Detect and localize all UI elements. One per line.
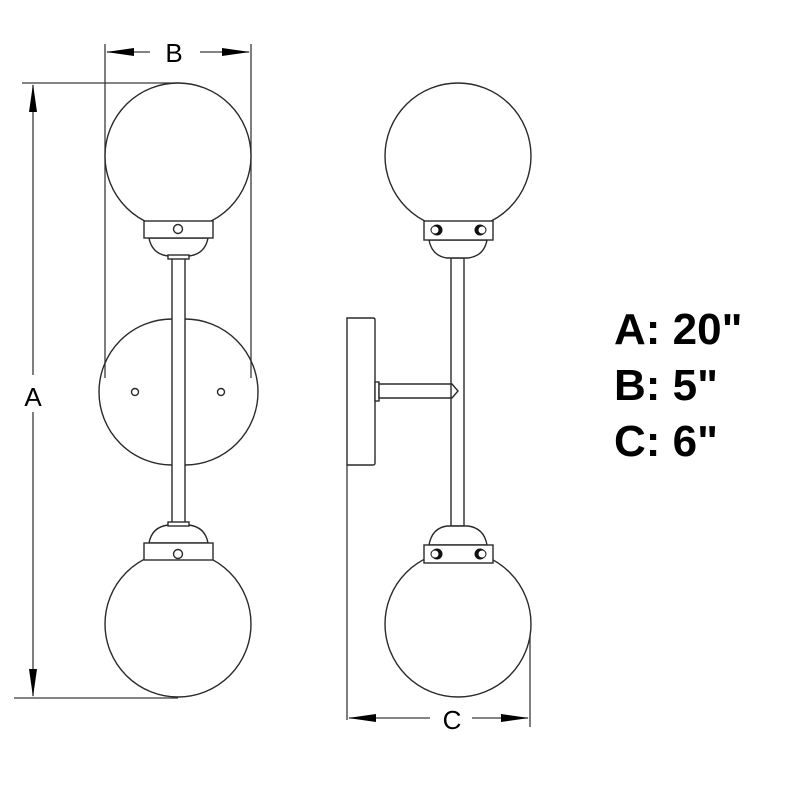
side-view: C (346, 82, 532, 735)
dim-b-label: B (165, 38, 182, 68)
dimension-specs-legend: A: 20" B: 5" C: 6" (614, 302, 742, 470)
top-holder-cup (148, 237, 209, 257)
side-top-screw-left-icon (430, 224, 443, 236)
bottom-holder-cup (148, 524, 209, 544)
dim-c-label: C (443, 705, 462, 735)
dimension-a: A (24, 84, 42, 697)
dimension-b: B (106, 38, 250, 68)
dim-a-arrow-bottom-icon (29, 669, 37, 697)
spec-row-b: B: 5" (614, 358, 742, 414)
spec-c-value: 6" (672, 417, 719, 466)
spec-row-c: C: 6" (614, 414, 742, 470)
top-globe (104, 82, 252, 230)
spec-a-value: 20" (672, 305, 743, 354)
spec-row-a: A: 20" (614, 302, 742, 358)
side-top-holder-cup (428, 239, 488, 259)
dim-c-arrow-right-icon (501, 714, 529, 722)
spec-b-value: 5" (672, 361, 719, 410)
dimension-c: C (348, 705, 529, 735)
top-holder-screw-icon (172, 223, 184, 235)
bottom-holder-neck (167, 521, 190, 527)
side-top-holder-band (423, 220, 494, 241)
side-top-screw-right-icon (474, 224, 487, 236)
horizontal-arm (378, 383, 459, 399)
canopy-screw-left-icon (130, 387, 140, 397)
side-bottom-holder-cup (428, 525, 488, 546)
bottom-globe (104, 550, 252, 698)
dim-b-arrow-right-icon (222, 48, 250, 56)
canopy-left-half (98, 318, 173, 466)
bottom-holder-band (143, 542, 214, 561)
dim-b-arrow-left-icon (106, 48, 134, 56)
side-top-globe (384, 82, 532, 230)
side-bottom-holder-band (423, 544, 494, 564)
spec-a-letter: A: (614, 305, 661, 354)
canopy-right-half (184, 318, 259, 466)
canopy-screw-right-icon (216, 387, 226, 397)
side-bottom-globe (384, 550, 532, 698)
top-holder-neck (167, 254, 190, 260)
dim-a-arrow-top-icon (29, 84, 37, 112)
dim-c-arrow-left-icon (348, 714, 376, 722)
spec-b-letter: B: (614, 361, 661, 410)
spec-c-letter: C: (614, 417, 661, 466)
bottom-holder-screw-icon (172, 548, 184, 560)
center-stem (171, 256, 186, 528)
dim-a-label: A (24, 382, 42, 412)
top-holder-band (143, 220, 214, 239)
wall-plate (346, 317, 376, 466)
side-bottom-screw-right-icon (474, 548, 487, 560)
side-bottom-screw-left-icon (430, 548, 443, 560)
front-view: B A (14, 38, 259, 699)
